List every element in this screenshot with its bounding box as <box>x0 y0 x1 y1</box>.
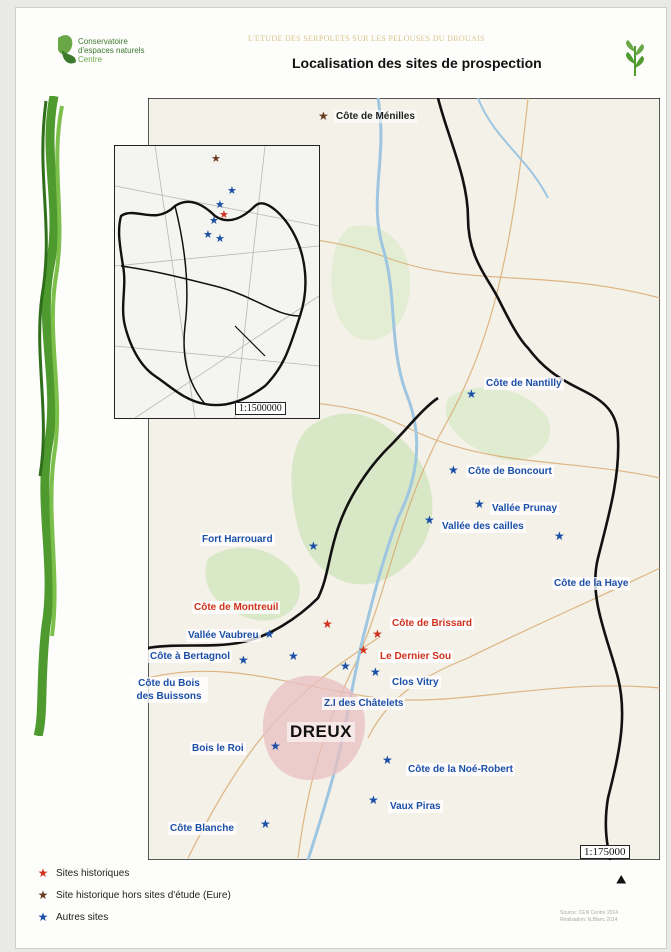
label-cote-a-bertagnol: Côte à Bertagnol <box>148 650 233 663</box>
label-zi-des-chatelets: Z.I des Châtelets <box>322 697 406 710</box>
site-marker-prunay: ★ <box>474 497 485 511</box>
svg-text:★: ★ <box>209 214 219 227</box>
logo-line-2: d'espaces naturels <box>78 46 145 55</box>
map-credits: Source: CEN Centre 2014 Réalisation: N.B… <box>560 910 618 924</box>
site-marker-la-haye: ★ <box>554 529 565 543</box>
city-label-dreux: DREUX <box>287 722 356 742</box>
svg-text:★: ★ <box>227 184 237 197</box>
label-cote-de-nantilly: Côte de Nantilly <box>484 377 564 390</box>
map-scale: 1:175000 <box>580 845 630 859</box>
site-marker-boncourt: ★ <box>448 463 459 477</box>
brown-star-icon: ★ <box>37 888 49 902</box>
legend: ★ Sites historiques ★ Site historique ho… <box>34 862 231 928</box>
cen-logo <box>58 35 76 64</box>
logo-line-1: Conservatoire <box>78 37 128 46</box>
logo-line-3: Centre <box>78 55 103 64</box>
svg-text:★: ★ <box>211 152 221 165</box>
site-marker-dernier-sou: ★ <box>358 643 369 657</box>
site-marker-cote-blanche: ★ <box>260 817 271 831</box>
label-cote-de-la-noe-robert: Côte de la Noé-Robert <box>406 763 516 776</box>
label-cote-de-menilles: Côte de Ménilles <box>334 110 417 123</box>
svg-text:★: ★ <box>215 198 225 211</box>
label-clos-vitry: Clos Vitry <box>390 676 441 689</box>
north-arrow-icon: ⯅ <box>614 870 629 891</box>
label-fort-harrouard: Fort Harrouard <box>200 533 275 546</box>
site-marker-montreuil: ★ <box>322 617 333 631</box>
label-cote-de-boncourt: Côte de Boncourt <box>466 465 554 478</box>
red-star-icon: ★ <box>37 866 49 880</box>
legend-label: Sites historiques <box>56 867 130 879</box>
label-bois-le-roi: Bois le Roi <box>190 742 246 755</box>
legend-item-historic: ★ Sites historiques <box>34 862 231 884</box>
svg-text:★: ★ <box>215 232 225 245</box>
svg-text:★: ★ <box>219 208 229 221</box>
author-credit: Réalisation: N.Blanc 2014 <box>560 917 618 923</box>
label-cote-de-la-haye: Côte de la Haye <box>552 577 631 590</box>
site-marker-noe-robert: ★ <box>382 753 393 767</box>
label-vallee-vaubreu: Vallée Vaubreu <box>186 629 261 642</box>
label-cote-du-bois-des-buissons: Côte du Bois des Buissons <box>130 677 208 703</box>
site-marker-brissard: ★ <box>372 627 383 641</box>
study-title: L'ETUDE DES SERPOLETS SUR LES PELOUSES D… <box>248 34 485 43</box>
label-vallee-des-cailles: Vallée des cailles <box>440 520 526 533</box>
label-le-dernier-sou: Le Dernier Sou <box>378 650 454 663</box>
label-vaux-piras: Vaux Piras <box>388 800 443 813</box>
site-marker-fort-harrouard: ★ <box>308 539 319 553</box>
plant-icon <box>626 40 644 76</box>
site-marker-cote-de-menilles: ★ <box>318 109 329 123</box>
source-credit: Source: CEN Centre 2014 <box>560 910 619 916</box>
legend-item-historic-outside: ★ Site historique hors sites d'étude (Eu… <box>34 884 231 906</box>
site-marker-bois-le-roi: ★ <box>270 739 281 753</box>
legend-item-other: ★ Autres sites <box>34 906 231 928</box>
label-cote-de-brissard: Côte de Brissard <box>390 617 475 630</box>
blue-star-icon: ★ <box>37 910 49 924</box>
label-cote-de-montreuil: Côte de Montreuil <box>192 601 281 614</box>
legend-label: Autres sites <box>56 911 109 923</box>
green-band-decoration <box>33 96 64 736</box>
site-marker-clos-vitry: ★ <box>370 665 381 679</box>
logo-text: Conservatoire d'espaces naturels Centre <box>78 37 144 64</box>
site-marker-bertagnol: ★ <box>264 627 275 641</box>
inset-scale: 1:1500000 <box>235 402 286 415</box>
svg-text:★: ★ <box>203 228 213 241</box>
site-marker-vaux-piras: ★ <box>368 793 379 807</box>
site-marker-cailles: ★ <box>424 513 435 527</box>
site-marker-chatelets: ★ <box>340 659 351 673</box>
map-title: Localisation des sites de prospection <box>292 55 542 71</box>
site-marker-nantilly: ★ <box>466 387 477 401</box>
inset-map: ★ ★ ★ ★ ★ ★ ★ <box>114 145 320 419</box>
legend-label: Site historique hors sites d'étude (Eure… <box>56 889 231 901</box>
site-marker-buissons: ★ <box>238 653 249 667</box>
label-cote-blanche: Côte Blanche <box>168 822 236 835</box>
label-vallee-prunay: Vallée Prunay <box>490 502 560 515</box>
site-marker-vaubreu: ★ <box>288 649 299 663</box>
